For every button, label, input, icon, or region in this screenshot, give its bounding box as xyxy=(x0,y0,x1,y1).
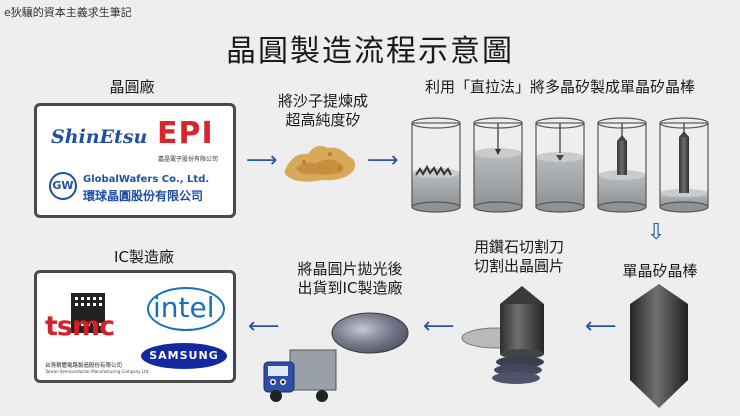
polished-wafer-illustration xyxy=(331,312,409,354)
tsmc-english-name: Taiwan Semiconductor Manufacturing Compa… xyxy=(45,369,150,374)
globalwafers-chinese-name: 環球晶圓股份有限公司 xyxy=(83,189,204,203)
left-arrow-icon: ⟵ xyxy=(248,314,280,339)
silicon-ingot-illustration xyxy=(630,284,688,408)
ic-factory-label: IC製造廠 xyxy=(114,248,174,266)
ic-factory-box: tsmc 台灣積體電路製造股份有限公司 Taiwan Semiconductor… xyxy=(34,270,236,383)
diagram-title: 晶圓製造流程示意圖 xyxy=(226,34,514,69)
left-arrow-icon: ⟵ xyxy=(423,314,455,339)
watermark: e狄驤的資本主義求生筆記 xyxy=(4,6,132,19)
step-czochralski-label: 利用「直拉法」將多晶矽製成單晶矽晶棒 xyxy=(424,78,695,96)
czochralski-crucibles-illustration xyxy=(411,117,709,213)
step-purify-label: 將沙子提煉成 超高純度矽 xyxy=(277,92,368,129)
tsmc-wordmark: tsmc xyxy=(45,311,115,342)
right-arrow-icon: ⟶ xyxy=(246,148,278,173)
right-arrow-icon: ⟶ xyxy=(367,148,399,173)
globalwafers-badge: GW xyxy=(49,172,77,200)
wafer-factory-label: 晶圓廠 xyxy=(109,78,155,96)
sand-pile-illustration xyxy=(284,146,356,182)
epi-subtitle: 嘉晶電子股份有限公司 xyxy=(158,156,219,163)
intel-logo: intel xyxy=(153,291,215,324)
samsung-logo: SAMSUNG xyxy=(141,343,227,369)
tsmc-logo xyxy=(71,293,105,333)
left-arrow-icon: ⟵ xyxy=(585,314,617,339)
step-ship-label: 將晶圓片拋光後 出貨到IC製造廠 xyxy=(297,260,403,297)
wafer-factory-box: ShinEtsu EPI 嘉晶電子股份有限公司 GW GlobalWafers … xyxy=(34,103,236,218)
shinetsu-logo: ShinEtsu xyxy=(51,126,148,148)
step-cut-label: 用鑽石切割刀 切割出晶圓片 xyxy=(473,238,564,275)
delivery-truck-illustration xyxy=(263,349,337,402)
epi-logo: EPI xyxy=(157,116,214,151)
wafer-cutting-illustration xyxy=(461,286,544,384)
down-arrow-icon: ⇩ xyxy=(647,220,666,245)
step-ingot-label: 單晶矽晶棒 xyxy=(622,262,698,280)
tsmc-chinese-name: 台灣積體電路製造股份有限公司 xyxy=(45,363,123,369)
intel-swoosh xyxy=(147,287,225,331)
globalwafers-english-name: GlobalWafers Co., Ltd. xyxy=(83,174,210,185)
